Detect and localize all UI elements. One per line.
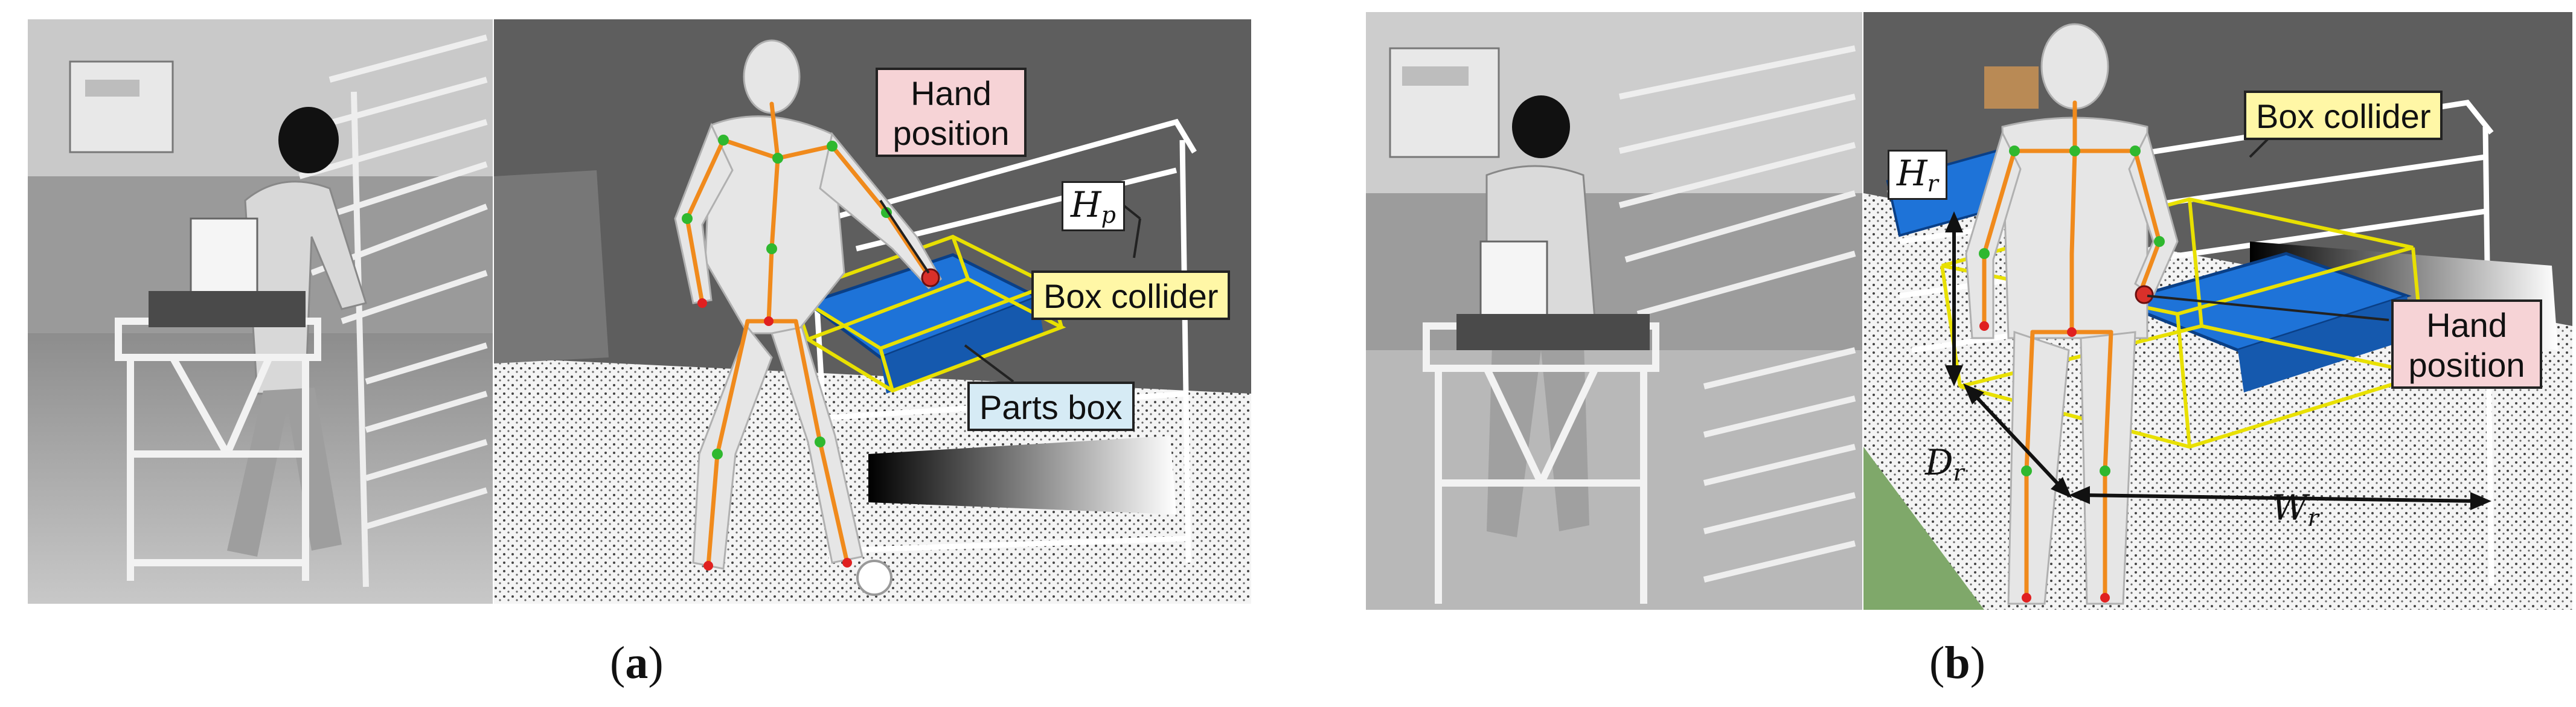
panel-b-height-symbol: H [1897,153,1927,194]
panel-b-depth-label: Dr [1918,441,1972,487]
panel-b-hand-position-line1: Hand [2426,306,2507,344]
panel-a-height-symbol: H [1071,184,1101,225]
panel-b-box-collider-text: Box collider [2256,97,2431,135]
panel-b-camera-photo [1366,12,1862,610]
panel-a-camera-photo [28,19,493,604]
panel-b-hand-position-line2: position [2408,346,2525,384]
panel-b-hand-position-label: Hand position [2391,299,2542,389]
panel-a-caption-open: ( [610,638,626,688]
panel-a-height-subscript: p [1101,202,1116,228]
panel-b-depth-symbol: D [1925,442,1953,483]
panel-b-width-subscript: r [2307,505,2319,531]
panel-a-pointcloud-render [494,19,1251,604]
panel-b-caption-letter: b [1944,638,1970,688]
panel-b-width-symbol: W [2272,487,2308,528]
panel-a-caption-letter: a [625,638,649,688]
panel-a-hand-position-line2: position [892,114,1010,152]
panel-a-box-collider-label: Box collider [1031,270,1231,320]
panel-b-caption-close: ) [1970,638,1985,688]
panel-a-caption-close: ) [648,638,664,688]
panel-b-caption: (b) [1929,637,1985,689]
panel-a-hand-position-label: Hand position [876,68,1027,157]
panel-b-height-label: Hr [1888,150,1947,200]
panel-b-width-label: Wr [2264,486,2326,533]
panel-a-box-collider-text: Box collider [1043,277,1219,315]
panel-a-parts-box-label: Parts box [967,382,1135,431]
panel-a-height-label: Hp [1062,181,1125,231]
panel-a-hand-position-line1: Hand [911,74,992,112]
panel-b-caption-open: ( [1929,638,1945,688]
panel-a-caption: (a) [610,637,664,689]
panel-b-box-collider-label: Box collider [2244,91,2443,140]
panel-b-depth-subscript: r [1953,459,1964,486]
panel-b-height-subscript: r [1927,170,1938,197]
panel-b-pointcloud-render [1863,12,2572,610]
panel-a-parts-box-text: Parts box [979,388,1123,426]
